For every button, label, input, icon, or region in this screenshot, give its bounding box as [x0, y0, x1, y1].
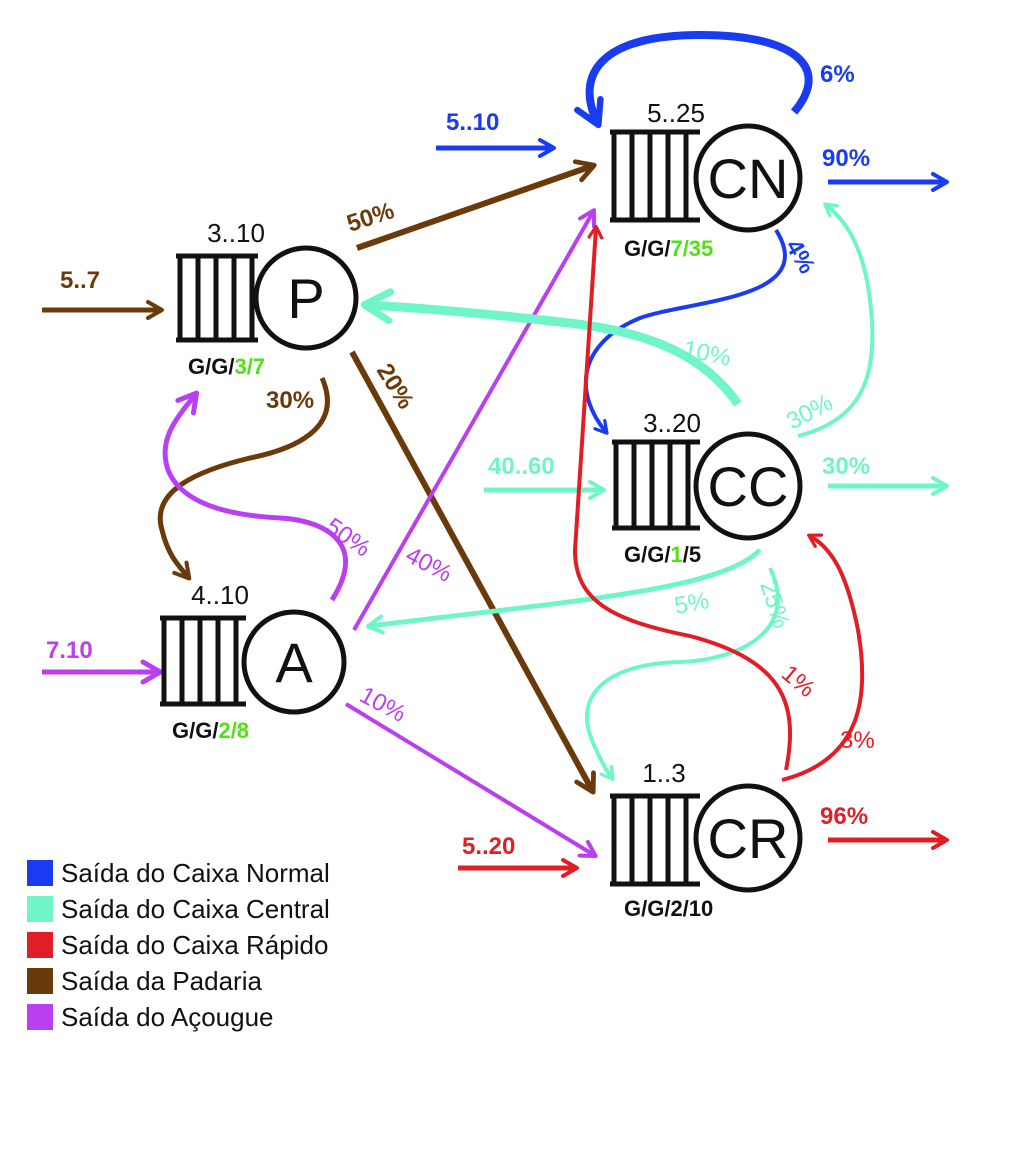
arrival-label-p: 5..7: [60, 267, 100, 294]
route-label-cn-loop: 6%: [820, 61, 855, 88]
service-range-cc: 3..20: [643, 408, 701, 438]
legend-item-acougue: Saída do Açougue: [27, 999, 330, 1035]
route-cn-loop: [574, 30, 813, 129]
kendall-notation-cc: G/G/1/5: [624, 542, 701, 567]
route-p-to-cr: [349, 350, 596, 795]
queue-node-a: A 4..10 G/G/2/8: [160, 580, 347, 743]
queue-node-cr: CR 1..3 G/G/2/10: [610, 758, 803, 921]
server-circle-a: [241, 609, 347, 715]
server-label-cr: CR: [708, 807, 789, 870]
legend-item-rapido: Saída do Caixa Rápido: [27, 927, 330, 963]
route-cc-to-cn: [797, 202, 875, 438]
route-a-to-cr: [344, 702, 598, 859]
route-a-to-cn: [352, 208, 596, 631]
server-circle-cc: [693, 431, 803, 541]
route-label-a-to-p: 50%: [321, 513, 376, 563]
kendall-notation-a: G/G/2/8: [172, 718, 249, 743]
legend-swatch: [27, 860, 53, 886]
server-circle-cn: [693, 123, 803, 233]
route-cc-to-cr: [585, 567, 780, 781]
route-p-to-a: [157, 376, 330, 581]
legend-swatch: [27, 896, 53, 922]
route-cr-to-cc: [781, 533, 865, 782]
route-label-p-to-cn: 50%: [344, 197, 398, 238]
server-circle-p: [253, 245, 359, 351]
legend-label: Saída do Caixa Normal: [61, 857, 330, 888]
legend-item-padaria: Saída da Padaria: [27, 963, 330, 999]
legend-label: Saída do Caixa Central: [61, 893, 330, 924]
legend-swatch: [27, 932, 53, 958]
route-label-cc-to-p: 10%: [681, 335, 734, 371]
route-cc-to-p: [360, 288, 742, 407]
legend-label: Saída da Padaria: [61, 965, 262, 996]
service-range-p: 3..10: [207, 218, 265, 248]
route-label-a-to-cn: 40%: [401, 541, 456, 587]
route-cc-to-a: [366, 548, 762, 635]
route-label-p-to-a: 30%: [266, 387, 314, 414]
service-range-cr: 1..3: [642, 758, 685, 788]
service-range-a: 4..10: [191, 580, 249, 610]
legend-item-normal: Saída do Caixa Normal: [27, 855, 330, 891]
route-label-cn-to-cc: 4%: [780, 235, 821, 279]
server-label-cc: CC: [708, 455, 789, 518]
route-a-to-p: [162, 390, 348, 602]
server-label-p: P: [287, 267, 324, 330]
arrival-label-cc: 40..60: [488, 453, 555, 480]
kendall-notation-cn: G/G/7/35: [624, 236, 713, 261]
route-label-cr-to-cc: 3%: [840, 727, 875, 754]
arrival-label-cr: 5..20: [462, 833, 515, 860]
kendall-notation-cr: G/G/2/10: [624, 896, 713, 921]
route-p-to-cn: [356, 159, 597, 251]
legend-swatch: [27, 1004, 53, 1030]
server-label-cn: CN: [708, 147, 789, 210]
arrival-label-a: 7.10: [46, 637, 93, 664]
queue-buffer-cc: [612, 439, 700, 531]
route-label-cc-to-cn: 30%: [782, 389, 837, 435]
kendall-notation-p: G/G/3/7: [188, 354, 265, 379]
queue-node-cc: CC 3..20 G/G/1/5: [612, 408, 803, 567]
queue-node-cn: CN 5..25 G/G/7/35: [610, 98, 803, 261]
legend: Saída do Caixa Normal Saída do Caixa Cen…: [27, 855, 330, 1035]
queue-buffer-p: [176, 253, 258, 343]
route-label-cn-exit: 90%: [822, 145, 870, 172]
arrival-label-cn: 5..10: [446, 109, 499, 136]
route-label-cc-exit: 30%: [822, 453, 870, 480]
route-label-cc-to-a: 5%: [672, 587, 711, 620]
route-label-a-to-cr: 10%: [355, 681, 410, 727]
queue-buffer-cr: [610, 793, 700, 887]
route-label-cr-exit: 96%: [820, 803, 868, 830]
legend-swatch: [27, 968, 53, 994]
queue-buffer-a: [160, 615, 246, 707]
legend-label: Saída do Açougue: [61, 1001, 274, 1032]
legend-label: Saída do Caixa Rápido: [61, 929, 329, 960]
service-range-cn: 5..25: [647, 98, 705, 128]
route-cr-to-cn: [572, 224, 793, 771]
server-circle-cr: [693, 783, 803, 893]
legend-item-central: Saída do Caixa Central: [27, 891, 330, 927]
queue-buffer-cn: [610, 129, 700, 223]
queue-node-p: P 3..10 G/G/3/7: [176, 218, 359, 379]
route-label-cc-to-cr: 25%: [754, 578, 795, 632]
server-label-a: A: [275, 631, 313, 694]
